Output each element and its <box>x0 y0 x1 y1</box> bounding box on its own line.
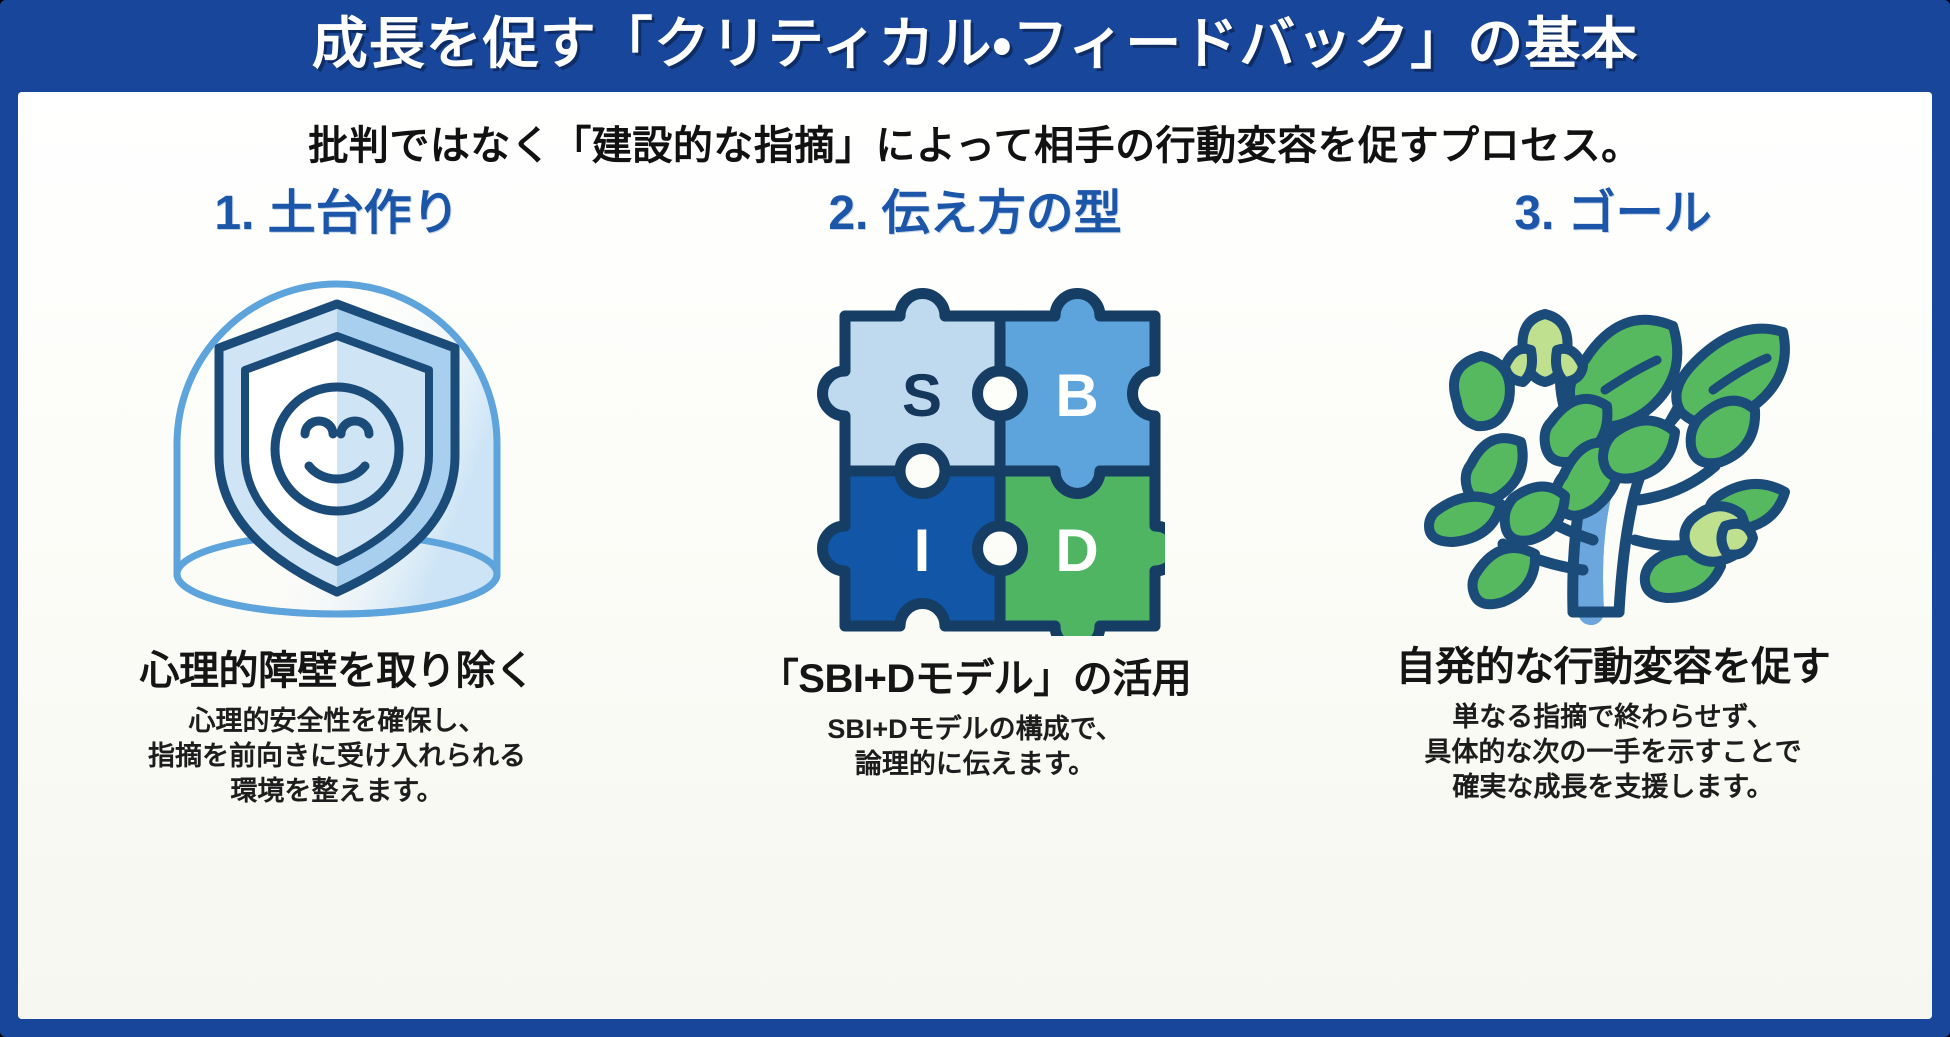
puzzle-letter-i: I <box>914 517 931 584</box>
column-3-description: 単なる指摘で終わらせず、 具体的な次の一手を示すことで 確実な成長を支援します。 <box>1424 702 1802 803</box>
puzzle-letter-s: S <box>902 362 942 429</box>
page-title: 成長を促す「クリティカル・フィードバック」の基本 <box>311 12 1639 75</box>
puzzle-piece-i <box>817 465 1006 632</box>
column-3-heading: 3. ゴール <box>1514 187 1712 240</box>
puzzle-piece-d <box>994 465 1165 636</box>
column-delivery-model: 2. 伝え方の型 <box>656 188 1294 1008</box>
column-2-title: 「SBI+Dモデル」の活用 <box>758 657 1192 701</box>
column-1-heading: 1. 土台作り <box>214 187 460 240</box>
puzzle-sbid-icon: S B I D <box>775 256 1175 636</box>
column-goal: 3. ゴール <box>1294 188 1932 1008</box>
shield-smiley-dome-icon <box>137 244 537 644</box>
column-2-heading: 2. 伝え方の型 <box>828 187 1122 240</box>
column-foundation: 1. 土台作り <box>18 188 656 1008</box>
content-panel: 批判ではなく「建設的な指摘」によって相手の行動変容を促すプロセス。 1. 土台作… <box>18 92 1932 1019</box>
puzzle-letter-d: D <box>1055 517 1098 584</box>
puzzle-letter-b: B <box>1055 362 1098 429</box>
growing-tree-icon <box>1413 240 1813 640</box>
title-banner: 成長を促す「クリティカル・フィードバック」の基本 <box>0 0 1950 88</box>
subtitle-text: 批判ではなく「建設的な指摘」によって相手の行動変容を促すプロセス。 <box>308 124 1642 168</box>
column-2-description: SBI+Dモデルの構成で、 論理的に伝えます。 <box>827 714 1123 780</box>
column-1-title: 心理的障壁を取り除く <box>139 649 536 693</box>
column-1-description: 心理的安全性を確保し、 指摘を前向きに受け入れられる 環境を整えます。 <box>148 706 526 807</box>
column-3-title: 自発的な行動変容を促す <box>1395 645 1831 689</box>
columns-container: 1. 土台作り <box>18 188 1932 1008</box>
